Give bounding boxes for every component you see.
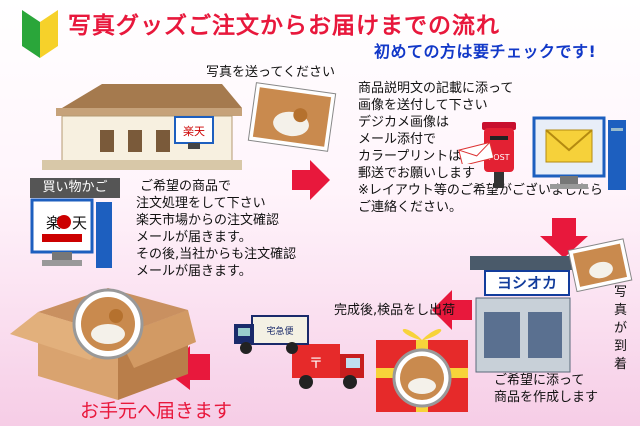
cardboard-box-icon xyxy=(8,276,198,406)
truck-text: 宅急便 xyxy=(266,325,293,337)
vert-char: が xyxy=(614,320,632,338)
vert-char: 真 xyxy=(614,302,632,320)
order-line: ご希望の商品で xyxy=(136,178,296,195)
photo-arrives-text: 写 真 が 到 着 xyxy=(614,284,632,374)
step-send-photo-text: 写真を送ってください xyxy=(206,64,335,81)
rakuten-char-2: 天 xyxy=(72,214,87,232)
envelope-icon xyxy=(456,142,496,164)
svg-text:〒: 〒 xyxy=(309,356,323,372)
instr-line: 画像を送付して下さい xyxy=(358,97,603,114)
gift-box-icon xyxy=(372,318,472,414)
vert-char: 到 xyxy=(614,338,632,356)
svg-text:楽天: 楽天 xyxy=(183,125,205,138)
mail-monitor-icon xyxy=(530,114,630,198)
order-line: メールが届きます。 xyxy=(136,229,296,246)
create-line: ご希望に添って xyxy=(494,372,598,389)
create-step-block: ご希望に添って 商品を作成します xyxy=(494,372,598,406)
page-title: 写真グッズご注文からお届けまでの流れ xyxy=(68,6,500,40)
rakuten-monitor-icon: 楽 天 xyxy=(30,198,116,278)
instr-line: 商品説明文の記載に添って xyxy=(358,80,603,97)
vert-char: 着 xyxy=(614,356,632,374)
cart-label: 買い物かご xyxy=(30,178,120,198)
order-step-block: ご希望の商品で 注文処理をして下さい 楽天市場からの注文確認 メールが届きます。… xyxy=(136,178,296,280)
order-line: 楽天市場からの注文確認 xyxy=(136,212,296,229)
order-line: その後,当社からも注文確認 xyxy=(136,246,296,263)
arrow-right-icon xyxy=(286,156,334,204)
create-line: 商品を作成します xyxy=(494,389,598,406)
page-subtitle: 初めての方は要チェックです! xyxy=(374,38,596,62)
shop-sign: ヨシオカ xyxy=(484,270,570,296)
beginner-mark-icon xyxy=(20,8,60,60)
photo-print-icon xyxy=(244,82,340,152)
delivery-van-icon: 宅急便 xyxy=(232,310,312,356)
deliver-step-text: お手元へ届きます xyxy=(80,396,232,423)
vert-char: 写 xyxy=(614,284,632,302)
ship-step-text: 完成後,検品をし出荷 xyxy=(334,302,455,319)
house-monitor-icon: 楽天 xyxy=(174,116,214,150)
order-line: 注文処理をして下さい xyxy=(136,195,296,212)
